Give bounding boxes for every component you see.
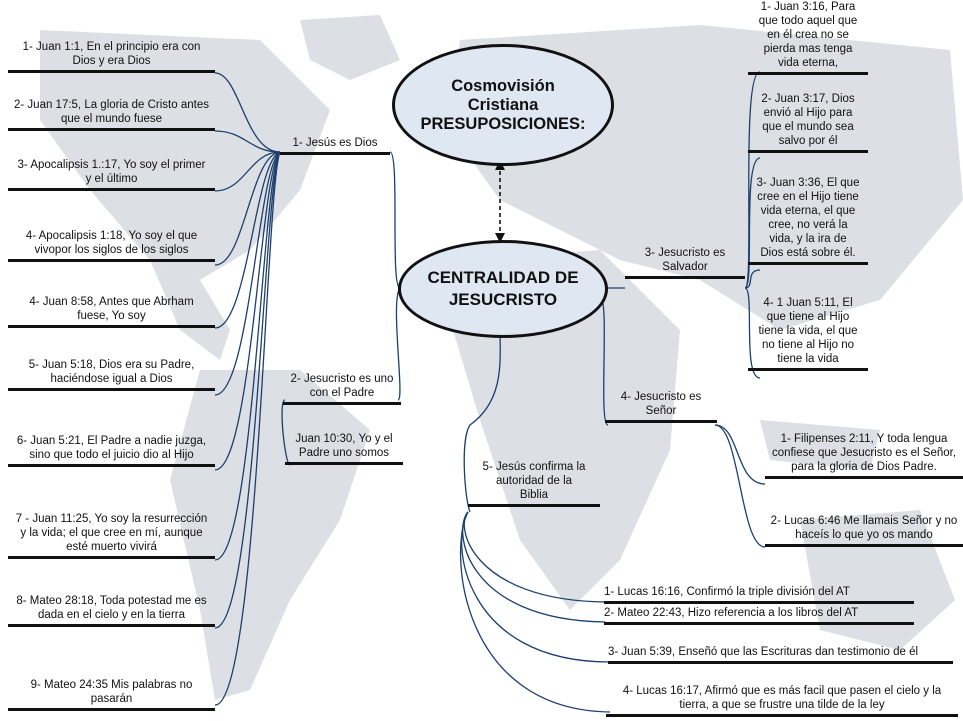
map-north-america (40, 30, 330, 280)
dios-item: 4- Juan 8:58, Antes que Abrham fuese, Yo… (8, 295, 215, 328)
link-senor-2 (714, 424, 766, 548)
map-central-america (150, 260, 230, 360)
map-indonesia (760, 420, 880, 470)
title-oval-text: Cosmovisión Cristiana PRESUPOSICIONES: (420, 76, 586, 133)
salvador-item-text: 3- Juan 3:36, El que cree en el Hijo tie… (756, 177, 860, 259)
biblia-item-text: 4- Lucas 16:17, Afirmó que es más facil … (622, 685, 942, 711)
link-dios-2 (214, 130, 281, 153)
link-dios-9 (214, 151, 281, 629)
padre-item-text: Juan 10:30, Yo y el Padre uno somos (295, 433, 393, 459)
biblia-item-text: 2- Mateo 22:43, Hizo referencia a los li… (604, 607, 859, 619)
link-dios-4 (214, 151, 281, 266)
link-biblia-2 (462, 511, 606, 623)
link-center-dios (389, 151, 401, 289)
link-biblia-4 (459, 511, 611, 713)
dios-item-text: 8- Mateo 28:18, Toda potestad me es dada… (16, 595, 207, 621)
branch-salvador: 3- Jesucristo es Salvador (625, 246, 745, 279)
branch-label: 4- Jesucristo es Señor (620, 391, 702, 417)
salvador-item: 3- Juan 3:36, El que cree en el Hijo tie… (748, 176, 868, 265)
dios-item: 9- Mateo 24:35 Mis palabras no pasarán (8, 678, 215, 711)
branch-senor: 4- Jesucristo es Señor (605, 390, 717, 423)
link-dios-10 (214, 151, 281, 706)
salvador-item-text: 1- Juan 3:16, Para que todo aquel que en… (758, 1, 858, 69)
salvador-item: 4- 1 Juan 5:11, El que tiene al Hijo tie… (748, 296, 868, 371)
dios-item: 3- Apocalipsis 1.:17, Yo soy el primer y… (8, 158, 215, 191)
branch-jesus-es-dios: 1- Jesús es Dios (280, 136, 390, 155)
dios-item-text: 3- Apocalipsis 1.:17, Yo soy el primer y… (17, 159, 206, 185)
dios-item: 4- Apocalipsis 1:18, Yo soy el que vivop… (8, 229, 215, 262)
center-oval: CENTRALIDAD DE JESUCRISTO (398, 240, 608, 338)
link-dios-8 (214, 151, 281, 561)
biblia-item-text: 3- Juan 5:39, Enseñó que las Escrituras … (608, 646, 919, 658)
padre-item: Juan 10:30, Yo y el Padre uno somos (285, 432, 403, 465)
senor-item-text: 2- Lucas 6:46 Me llamais Señor y no hace… (770, 515, 958, 541)
map-africa (450, 250, 680, 610)
dios-item: 6- Juan 5:21, El Padre a nadie juzga, si… (8, 434, 215, 467)
biblia-item: 1- Lucas 16:16, Confirmó la triple divis… (604, 585, 914, 604)
branch-label: 5- Jesús confirma la autoridad de la Bib… (482, 461, 586, 501)
dios-item-text: 4- Juan 8:58, Antes que Abrham fuese, Yo… (29, 296, 194, 322)
map-greenland (300, 15, 400, 80)
dios-item: 1- Juan 1:1, En el principio era con Dio… (8, 40, 215, 73)
link-salvador-3 (744, 269, 761, 289)
branch-uno-con-el-padre: 2- Jesucristo es uno con el Padre (283, 372, 401, 405)
link-biblia-1 (463, 511, 606, 603)
dios-item: 5- Juan 5:18, Dios era su Padre, haciénd… (8, 358, 215, 391)
dios-item-text: 9- Mateo 24:35 Mis palabras no pasarán (30, 679, 193, 705)
branch-label: 2- Jesucristo es uno con el Padre (290, 373, 394, 399)
biblia-item: 4- Lucas 16:17, Afirmó que es más facil … (606, 684, 958, 717)
senor-item: 1- Filipenses 2:11, Y toda lengua confie… (765, 432, 963, 479)
dios-item-text: 7 - Juan 11:25, Yo soy la resurrección y… (15, 513, 208, 553)
link-dios-7 (214, 151, 281, 471)
link-biblia-3 (460, 511, 611, 663)
dios-item: 8- Mateo 28:18, Toda potestad me es dada… (8, 594, 215, 627)
senor-item-text: 1- Filipenses 2:11, Y toda lengua confie… (771, 433, 957, 473)
branch-label: 1- Jesús es Dios (292, 137, 378, 149)
dios-item-text: 1- Juan 1:1, En el principio era con Dio… (22, 41, 201, 67)
dios-item-text: 6- Juan 5:21, El Padre a nadie juzga, si… (16, 435, 207, 461)
title-oval: Cosmovisión Cristiana PRESUPOSICIONES: (392, 44, 614, 166)
map-south-america (170, 370, 370, 700)
salvador-item: 1- Juan 3:16, Para que todo aquel que en… (748, 0, 868, 75)
salvador-item-text: 2- Juan 3:17, Dios envió al Hijo para qu… (761, 93, 855, 147)
link-senor-1 (714, 424, 766, 485)
link-center-biblia (463, 327, 501, 513)
link-dios-1 (214, 72, 281, 153)
branch-label: 3- Jesucristo es Salvador (644, 247, 726, 273)
dios-item-text: 5- Juan 5:18, Dios era su Padre, haciénd… (28, 359, 195, 385)
link-dios-3 (214, 151, 281, 192)
branch-biblia: 5- Jesús confirma la autoridad de la Bib… (468, 460, 600, 507)
biblia-item-text: 1- Lucas 16:16, Confirmó la triple divis… (604, 586, 850, 598)
dios-item-text: 4- Apocalipsis 1:18, Yo soy el que vivop… (25, 230, 198, 256)
senor-item: 2- Lucas 6:46 Me llamais Señor y no hace… (765, 514, 963, 547)
dios-item-text: 2- Juan 17:5, La gloria de Cristo antes … (14, 99, 209, 125)
dios-item: 7 - Juan 11:25, Yo soy la resurrección y… (8, 512, 215, 559)
salvador-item: 2- Juan 3:17, Dios envió al Hijo para qu… (748, 92, 868, 153)
link-salvador-4 (744, 287, 761, 379)
biblia-item: 2- Mateo 22:43, Hizo referencia a los li… (604, 606, 914, 625)
link-dios-6 (214, 151, 281, 396)
link-dios-5 (214, 151, 281, 329)
link-salvador-2 (744, 157, 761, 289)
link-center-padre (395, 287, 401, 401)
dios-item: 2- Juan 17:5, La gloria de Cristo antes … (8, 98, 215, 131)
biblia-item: 3- Juan 5:39, Enseñó que las Escrituras … (608, 645, 953, 664)
center-oval-text: CENTRALIDAD DE JESUCRISTO (427, 268, 579, 309)
arrow-head-down (495, 233, 505, 243)
salvador-item-text: 4- 1 Juan 5:11, El que tiene al Hijo tie… (758, 297, 858, 365)
